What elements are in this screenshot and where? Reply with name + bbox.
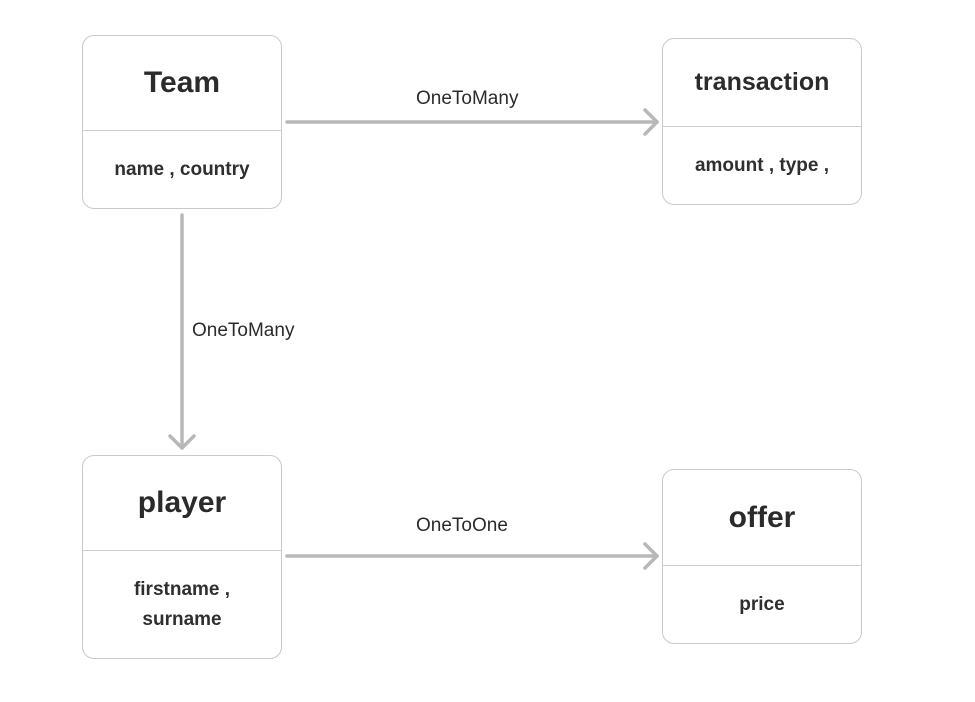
entity-player[interactable]: player firstname , surname xyxy=(82,455,282,659)
entity-attributes: firstname , surname xyxy=(83,551,281,658)
attribute-line: surname xyxy=(142,608,222,630)
entity-team[interactable]: Team name , country xyxy=(82,35,282,209)
entity-title: transaction xyxy=(663,39,861,127)
attribute-line: firstname , xyxy=(133,578,231,600)
relation-label-team-player: OneToMany xyxy=(192,320,295,341)
entity-title: player xyxy=(83,456,281,551)
entity-transaction[interactable]: transaction amount , type , xyxy=(662,38,862,205)
entity-title: offer xyxy=(663,470,861,566)
entity-title: Team xyxy=(83,36,281,131)
relation-label-player-offer: OneToOne xyxy=(416,515,508,536)
entity-attributes: amount , type , xyxy=(694,154,830,176)
arrow-team-to-player xyxy=(168,213,196,450)
relation-label-team-transaction: OneToMany xyxy=(416,88,519,109)
entity-attributes: name , country xyxy=(114,158,250,180)
entity-offer[interactable]: offer price xyxy=(662,469,862,644)
arrow-team-to-transaction xyxy=(285,108,659,136)
arrow-player-to-offer xyxy=(285,542,659,570)
entity-attributes: price xyxy=(739,593,785,615)
